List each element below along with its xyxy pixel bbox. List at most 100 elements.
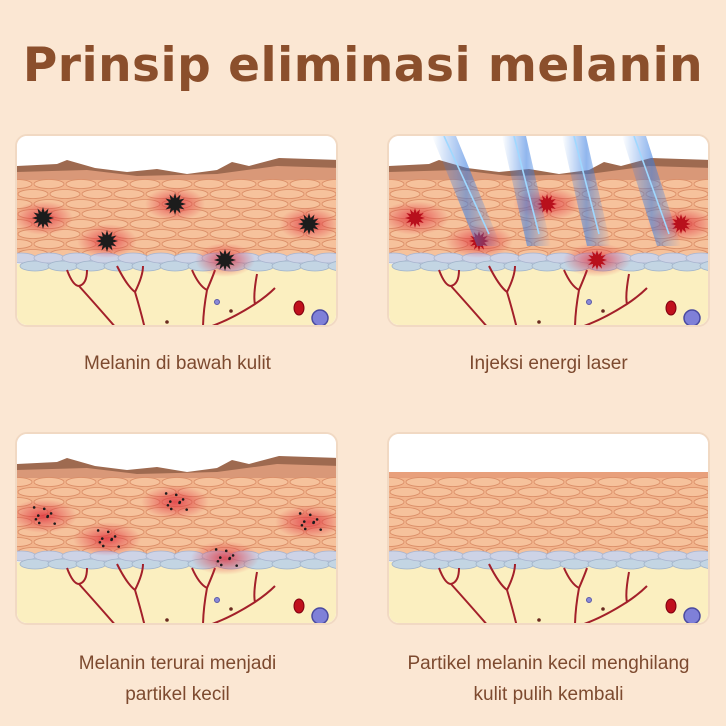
skin-cell bbox=[613, 507, 645, 517]
skin-cell bbox=[161, 537, 193, 547]
skin-cell bbox=[33, 477, 65, 487]
skin-cell bbox=[677, 189, 708, 199]
skin-cell bbox=[113, 209, 145, 219]
skin-cell bbox=[129, 477, 161, 487]
cell-dot bbox=[586, 299, 592, 305]
skin-cell bbox=[225, 199, 257, 209]
skin-cell bbox=[693, 239, 708, 249]
skin-cell bbox=[533, 537, 565, 547]
skin-cell bbox=[257, 497, 289, 507]
skin-cell bbox=[113, 487, 145, 497]
dermis-layer bbox=[17, 264, 336, 325]
skin-diagram bbox=[389, 434, 708, 623]
skin-cell bbox=[209, 507, 241, 517]
melanin-fragment bbox=[117, 545, 120, 548]
skin-cell bbox=[469, 497, 501, 507]
skin-cell bbox=[389, 239, 405, 249]
skin-cell bbox=[517, 527, 549, 537]
melanin-fragment bbox=[106, 530, 110, 534]
cell-dot bbox=[229, 607, 233, 611]
blood-vessel bbox=[211, 273, 276, 325]
skin-cell bbox=[225, 179, 257, 189]
melanin-particle bbox=[214, 249, 236, 271]
skin-cell bbox=[193, 219, 225, 229]
skin-cell bbox=[225, 219, 257, 229]
skin-diagram bbox=[389, 136, 708, 325]
melanin-fragment bbox=[224, 549, 228, 553]
skin-cell bbox=[645, 507, 677, 517]
melanin-fragment bbox=[219, 563, 223, 567]
skin-cell bbox=[145, 229, 177, 239]
skin-cell bbox=[629, 497, 661, 507]
melanin-fragment bbox=[110, 538, 113, 542]
skin-cell bbox=[405, 179, 437, 189]
laser-beam-glow bbox=[562, 136, 611, 246]
skin-cell bbox=[485, 527, 517, 537]
skin-cell bbox=[257, 239, 289, 249]
skin-cell bbox=[549, 527, 581, 537]
laser-beam-glow bbox=[502, 136, 551, 246]
skin-cell bbox=[661, 517, 693, 527]
skin-cell bbox=[469, 477, 501, 487]
cell-dot bbox=[165, 320, 169, 324]
skin-cell bbox=[437, 517, 469, 527]
skin-cell bbox=[389, 487, 421, 497]
melanin-fragment bbox=[168, 500, 172, 503]
skin-cell bbox=[209, 527, 241, 537]
skin-cell bbox=[113, 189, 145, 199]
skin-cell bbox=[321, 497, 336, 507]
cell-dot bbox=[165, 618, 169, 622]
melanin-fragment bbox=[100, 537, 104, 540]
skin-cell bbox=[321, 179, 336, 189]
skin-cell bbox=[469, 537, 501, 547]
melanin-fragment bbox=[315, 518, 319, 521]
skin-cell bbox=[81, 507, 113, 517]
skin-cell bbox=[225, 477, 257, 487]
skin-cell bbox=[677, 527, 708, 537]
dermis-layer bbox=[389, 264, 708, 325]
skin-cell bbox=[549, 487, 581, 497]
basal-cell bbox=[313, 550, 336, 562]
melanin-fragment bbox=[298, 512, 302, 515]
skin-cell bbox=[225, 517, 257, 527]
skin-cell bbox=[17, 487, 49, 497]
basal-cell bbox=[699, 261, 708, 271]
skin-cell bbox=[613, 209, 645, 219]
skin-cell bbox=[533, 477, 565, 487]
blood-vessel bbox=[563, 567, 588, 623]
skin-cell bbox=[17, 239, 33, 249]
melanin-fragment bbox=[218, 556, 222, 559]
blood-vessel bbox=[211, 571, 276, 623]
skin-cell bbox=[17, 477, 33, 487]
skin-cell bbox=[241, 507, 273, 517]
melanin-fragment bbox=[98, 540, 102, 544]
melanin-fragment bbox=[300, 523, 304, 527]
skin-cell bbox=[389, 189, 421, 199]
skin-cell bbox=[437, 477, 469, 487]
basal-cell bbox=[313, 252, 336, 264]
melanin-inflammation bbox=[191, 541, 259, 575]
blood-vessel bbox=[116, 563, 146, 623]
melanin-fragment bbox=[49, 512, 53, 515]
skin-cell bbox=[485, 507, 517, 517]
skin-cell bbox=[581, 487, 613, 497]
skin-cell bbox=[17, 179, 33, 189]
skin-cell bbox=[565, 497, 597, 507]
skin-cell bbox=[501, 497, 533, 507]
skin-cell bbox=[129, 219, 161, 229]
blood-vessel bbox=[116, 265, 146, 325]
skin-cell bbox=[305, 189, 336, 199]
cell-dot bbox=[214, 597, 220, 603]
melanin-fragment bbox=[34, 517, 38, 521]
skin-cell bbox=[257, 179, 289, 189]
skin-cell bbox=[389, 507, 421, 517]
skin-cell bbox=[581, 507, 613, 517]
skin-cell bbox=[241, 487, 273, 497]
caption-line: Partikel melanin kecil menghilang bbox=[407, 653, 690, 674]
skin-cell bbox=[257, 477, 289, 487]
stratum-corneum bbox=[389, 472, 708, 478]
skin-cell bbox=[321, 537, 336, 547]
skin-cell bbox=[613, 229, 645, 239]
skin-cell bbox=[257, 199, 289, 209]
